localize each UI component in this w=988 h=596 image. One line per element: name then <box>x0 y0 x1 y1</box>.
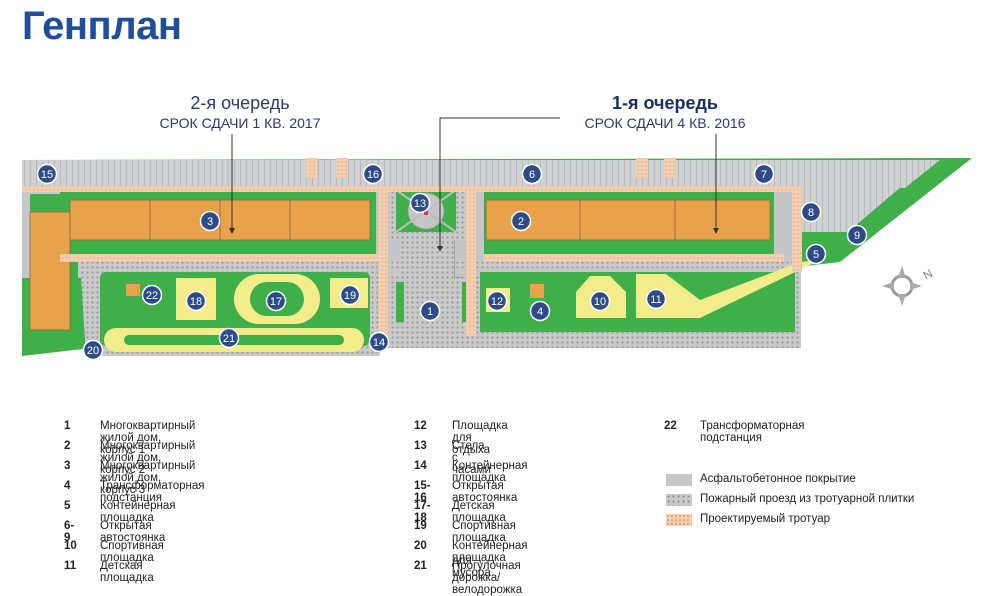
surface-label: Проектируемый тротуар <box>700 513 830 525</box>
map-marker-label: 1 <box>427 306 433 318</box>
map-marker-5: 5 <box>805 243 827 265</box>
legend-number: 6-9 <box>64 520 75 544</box>
map-marker-label: 15 <box>41 169 53 181</box>
phase-2-caption: 2-я очередь СРОК СДАЧИ 1 КВ. 2017 <box>140 92 340 132</box>
map-marker-label: 13 <box>414 198 426 210</box>
map-marker-18: 18 <box>185 290 207 312</box>
legend-label: Детская площадка <box>100 560 154 584</box>
surface-swatch <box>666 474 692 486</box>
map-marker-label: 8 <box>808 207 814 219</box>
phase-1-name: 1-я очередь <box>611 93 718 113</box>
legend-number: 3 <box>64 460 71 472</box>
legend-number: 21 <box>414 560 427 572</box>
map-marker-21: 21 <box>218 327 240 349</box>
map-marker-label: 17 <box>270 296 282 308</box>
map-marker-9: 9 <box>846 224 868 246</box>
legend-label: Многоквартирный жилой дом, корпус 3 <box>100 460 196 496</box>
map-marker-label: 4 <box>537 306 543 318</box>
legend-number: 4 <box>64 480 71 492</box>
map-marker-label: 5 <box>813 249 819 261</box>
legend-label: Площадка для отдыха <box>452 420 508 456</box>
map-marker-22: 22 <box>141 284 163 306</box>
legend-number: 1 <box>64 420 71 432</box>
map-marker-label: 3 <box>207 216 213 228</box>
map-marker-label: 7 <box>761 169 767 181</box>
map-marker-label: 12 <box>491 296 503 308</box>
legend-number: 10 <box>64 540 77 552</box>
legend-label: Спортивная площадка <box>452 520 516 544</box>
map-marker-13: 13 <box>409 192 431 214</box>
map-marker-label: 22 <box>146 290 158 302</box>
page-title: Генплан <box>22 4 182 48</box>
legend-label-line2: для мусора <box>452 555 491 579</box>
map-marker-label: 19 <box>344 290 356 302</box>
map-marker-19: 19 <box>339 284 361 306</box>
map-marker-12: 12 <box>486 290 508 312</box>
legend-number: 11 <box>64 560 77 572</box>
compass-icon: N <box>882 266 935 306</box>
parking-strip <box>22 160 940 188</box>
surface-label: Пожарный проезд из тротуарной плитки <box>700 493 915 505</box>
map-marker-label: 14 <box>373 337 385 349</box>
compass-label: N <box>921 266 936 282</box>
map-marker-7: 7 <box>753 163 775 185</box>
surface-swatch <box>666 494 692 506</box>
map-marker-20: 20 <box>82 339 104 361</box>
legend-number: 22 <box>664 420 677 432</box>
map-marker-label: 16 <box>367 169 379 181</box>
map-marker-label: 2 <box>518 216 524 228</box>
phase-1-caption: 1-я очередь СРОК СДАЧИ 4 КВ. 2016 <box>560 92 770 132</box>
map-marker-2: 2 <box>510 210 532 232</box>
map-marker-label: 21 <box>223 333 235 345</box>
legend-number: 12 <box>414 420 427 432</box>
map-marker-label: 20 <box>87 345 99 357</box>
legend-label: Контейнерная площадка <box>452 540 528 564</box>
legend-label: Открытая автостоянка <box>100 520 166 544</box>
legend-label: Многоквартирный жилой дом, корпус 2 <box>100 440 196 476</box>
legend-label: Контейнерная площадка <box>100 500 176 524</box>
legend-label: Трансформаторная подстанция <box>100 480 205 504</box>
phase-2-term: СРОК СДАЧИ 1 КВ. 2017 <box>159 115 321 131</box>
legend-number: 5 <box>64 500 71 512</box>
legend-label: Многоквартирный жилой дом, корпус 1 <box>100 420 196 456</box>
surface-label: Асфальтобетонное покрытие <box>700 473 856 485</box>
legend-label: Спортивная площадка <box>100 540 164 564</box>
legend-label: Контейнерная площадка <box>452 460 528 484</box>
legend-number: 15-16 <box>414 480 431 504</box>
legend-label: Прогулочная дорожка/велодорожка <box>452 560 523 596</box>
building-korpus-2 <box>485 199 771 241</box>
legend-label: Трансформаторная подстанция <box>700 420 805 444</box>
legend-label: Детская площадка <box>452 500 506 524</box>
map-marker-4: 4 <box>529 300 551 322</box>
map-marker-15: 15 <box>36 163 58 185</box>
phase-2-name: 2-я очередь <box>190 93 290 113</box>
legend-label: Стела с часами <box>452 440 491 476</box>
map-marker-label: 10 <box>594 296 606 308</box>
surface-swatch <box>666 514 692 526</box>
legend-number: 17-18 <box>414 500 431 524</box>
legend-number: 2 <box>64 440 71 452</box>
map-marker-16: 16 <box>362 163 384 185</box>
map-marker-10: 10 <box>589 290 611 312</box>
map-marker-14: 14 <box>368 331 390 353</box>
map-marker-6: 6 <box>521 163 543 185</box>
map-marker-label: 18 <box>190 296 202 308</box>
legend-number: 20 <box>414 540 427 552</box>
map-marker-label: 9 <box>854 230 860 242</box>
legend-label: Открытая автостоянка <box>452 480 518 504</box>
map-marker-17: 17 <box>265 290 287 312</box>
legend-number: 14 <box>414 460 427 472</box>
map-marker-label: 6 <box>529 169 535 181</box>
phase-1-term: СРОК СДАЧИ 4 КВ. 2016 <box>584 115 746 131</box>
legend-number: 19 <box>414 520 427 532</box>
legend-number: 13 <box>414 440 427 452</box>
map-marker-11: 11 <box>645 288 667 310</box>
map-marker-1: 1 <box>419 300 441 322</box>
map-marker-label: 11 <box>650 294 661 306</box>
map-marker-8: 8 <box>800 201 822 223</box>
map-marker-3: 3 <box>199 210 221 232</box>
